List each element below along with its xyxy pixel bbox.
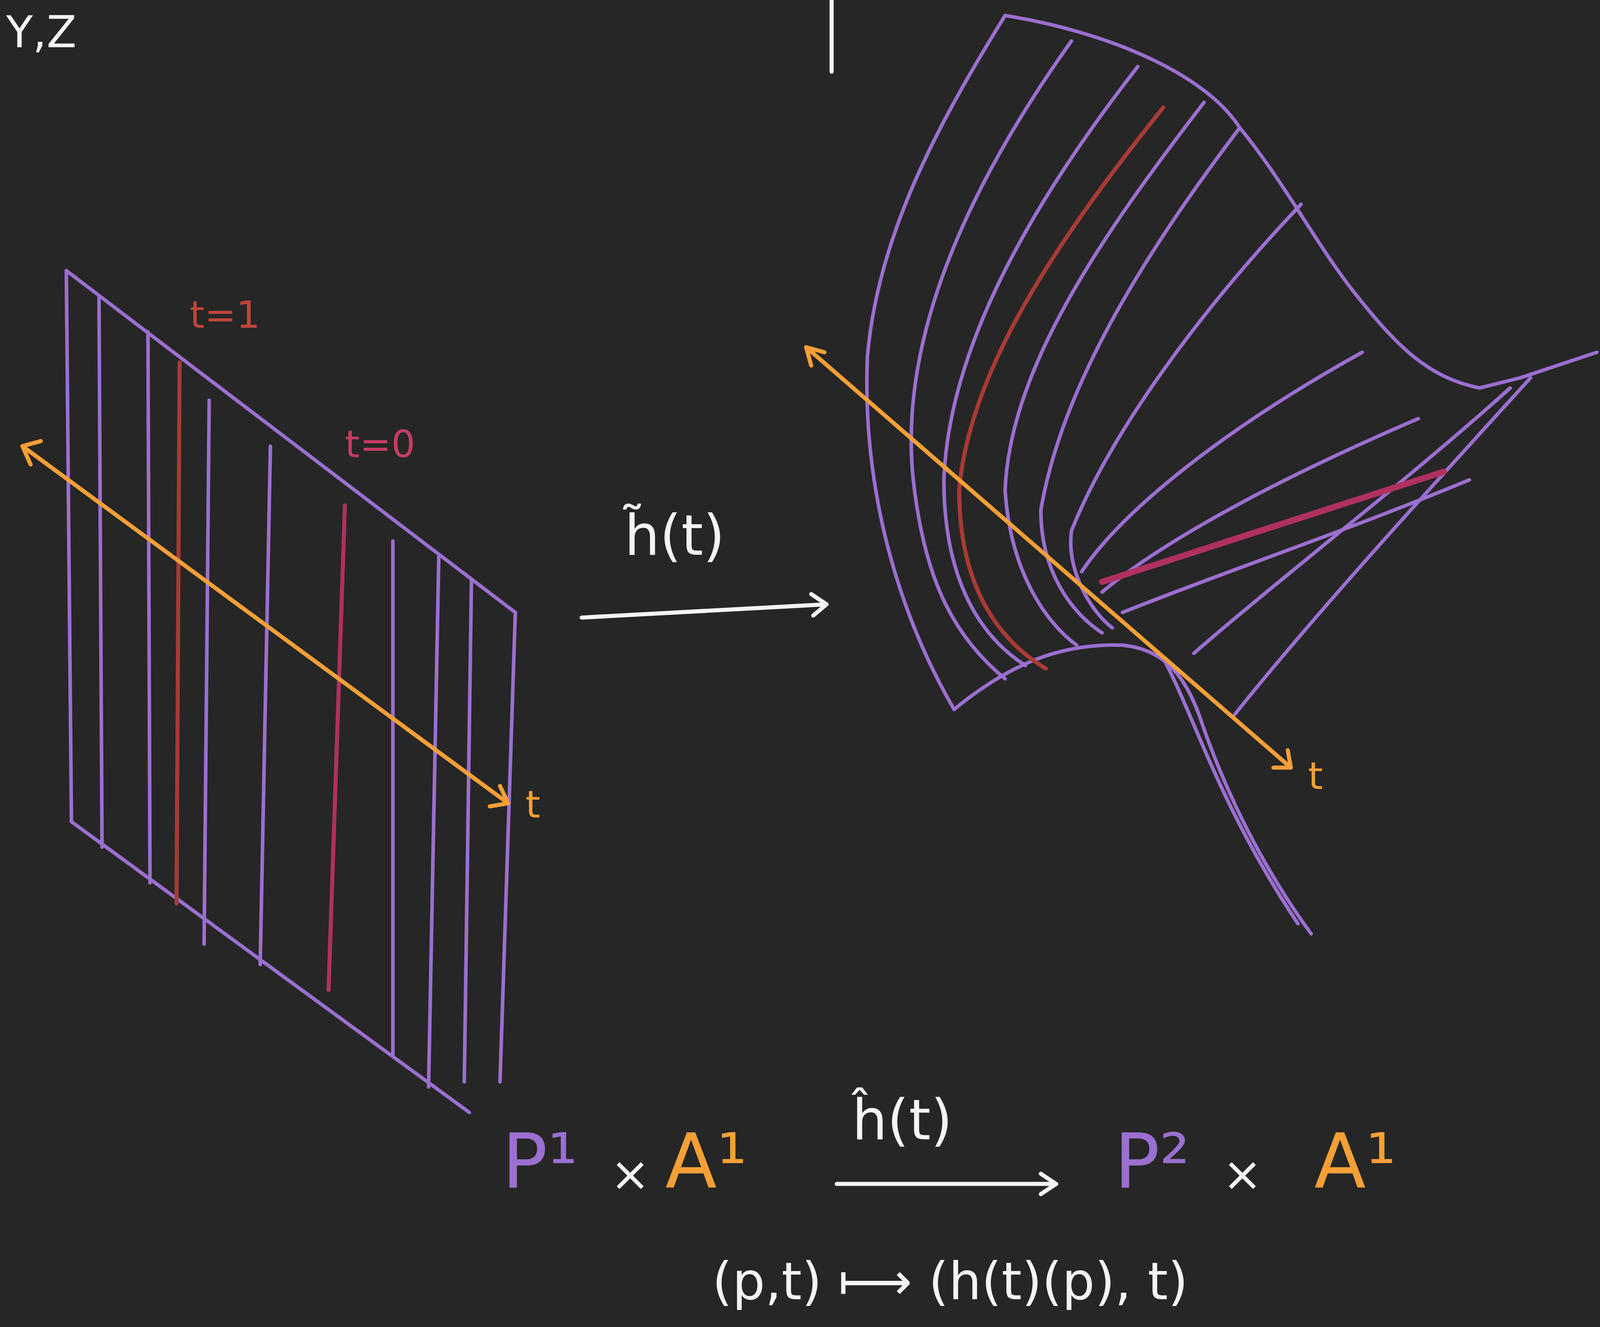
ruling-line: [98, 296, 102, 848]
axis-label: t: [525, 783, 541, 826]
t-axis: [22, 440, 509, 807]
fibre-label: t=1: [189, 294, 260, 336]
surface-edge: [1520, 352, 1597, 378]
arrowhead: [811, 594, 827, 616]
arrow-line: [836, 1181, 1057, 1186]
map-arrow: [581, 594, 1057, 1195]
space-label: A¹: [665, 1120, 748, 1204]
t-axis: [805, 347, 1291, 768]
arrowhead: [489, 786, 508, 807]
surface-edge: [66, 270, 516, 613]
surface-edge: [500, 612, 516, 1082]
arrowhead: [1273, 750, 1291, 768]
ruling-line: [464, 579, 472, 1082]
ruling-line: [1122, 479, 1470, 613]
divider-stroke: [829, 0, 834, 72]
arrow-line: [581, 604, 827, 618]
map-label: h̃(t): [624, 505, 725, 567]
left-surface: [66, 270, 516, 1113]
arrowhead: [805, 347, 825, 366]
space-label: P¹: [501, 1120, 578, 1204]
ruling-line: [911, 40, 1072, 679]
fibre-t0-image: [1101, 471, 1444, 583]
axis-label: t: [1308, 755, 1324, 797]
surface-edge: [1163, 658, 1298, 924]
product-sign: ×: [610, 1148, 651, 1201]
map-label: ĥ(t): [851, 1089, 953, 1151]
ruling-line: [428, 556, 439, 1087]
surface-edge: [71, 821, 470, 1113]
surface-edge: [66, 270, 72, 822]
arrowhead: [22, 440, 41, 465]
fibre-label: t=0: [344, 423, 416, 466]
coordinate-label: Y,Z: [5, 8, 77, 57]
fibre-t1: [176, 362, 180, 904]
space-label: P²: [1114, 1120, 1191, 1204]
ruling-line: [1234, 377, 1531, 715]
surface-edge: [1005, 15, 1521, 389]
axis-line: [22, 446, 509, 804]
ruling-line: [260, 446, 271, 965]
fibre-t0: [328, 505, 345, 990]
arrowhead: [1040, 1173, 1057, 1195]
right-surface: [866, 15, 1597, 934]
space-label: A¹: [1314, 1120, 1397, 1204]
ruling-line: [391, 540, 395, 1057]
ruling-line: [203, 400, 210, 945]
fibre-t1-image: [959, 107, 1164, 669]
ruling-line: [148, 331, 150, 883]
map-formula: (p,t) ⟼ (h(t)(p), t): [712, 1253, 1189, 1310]
product-sign: ×: [1222, 1148, 1263, 1201]
ruling-line: [1070, 204, 1301, 628]
ruling-line: [1194, 388, 1511, 654]
axis-line: [805, 347, 1291, 768]
